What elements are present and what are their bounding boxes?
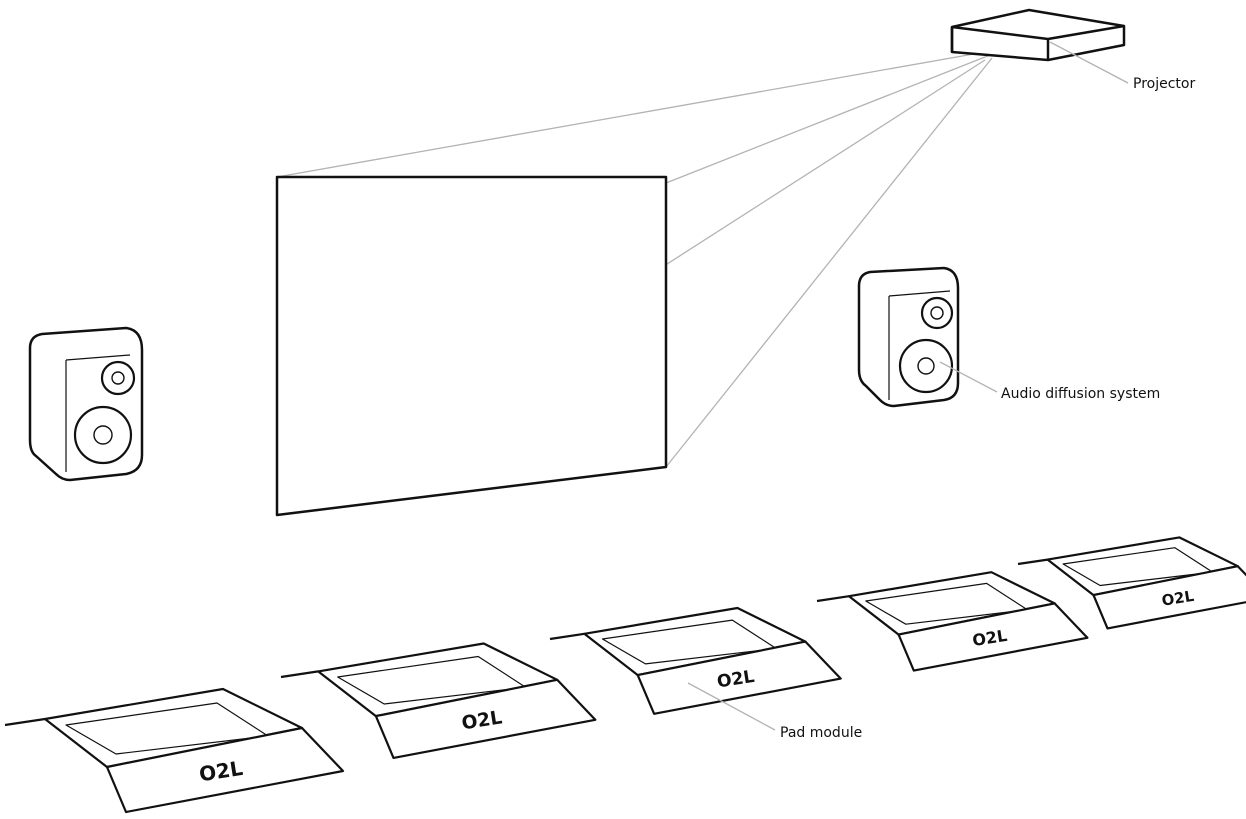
pad-cable: [5, 719, 45, 725]
projector: [952, 10, 1124, 60]
pad-module-label: Pad module: [780, 725, 862, 741]
pad-module: O2L: [550, 608, 841, 714]
pad-cable: [281, 671, 318, 677]
pad-cable: [1018, 560, 1048, 564]
audio-system-label: Audio diffusion system: [1001, 386, 1160, 402]
projector-label: Projector: [1133, 76, 1195, 92]
speaker-right: [859, 268, 958, 406]
pad-module: O2L: [5, 689, 343, 812]
speaker-left: [30, 328, 142, 480]
pad-module: O2L: [817, 572, 1087, 670]
projection-screen: [277, 177, 666, 515]
pad-cable: [550, 634, 584, 639]
pad-cable: [817, 596, 849, 601]
pad-module: O2L: [281, 644, 595, 758]
